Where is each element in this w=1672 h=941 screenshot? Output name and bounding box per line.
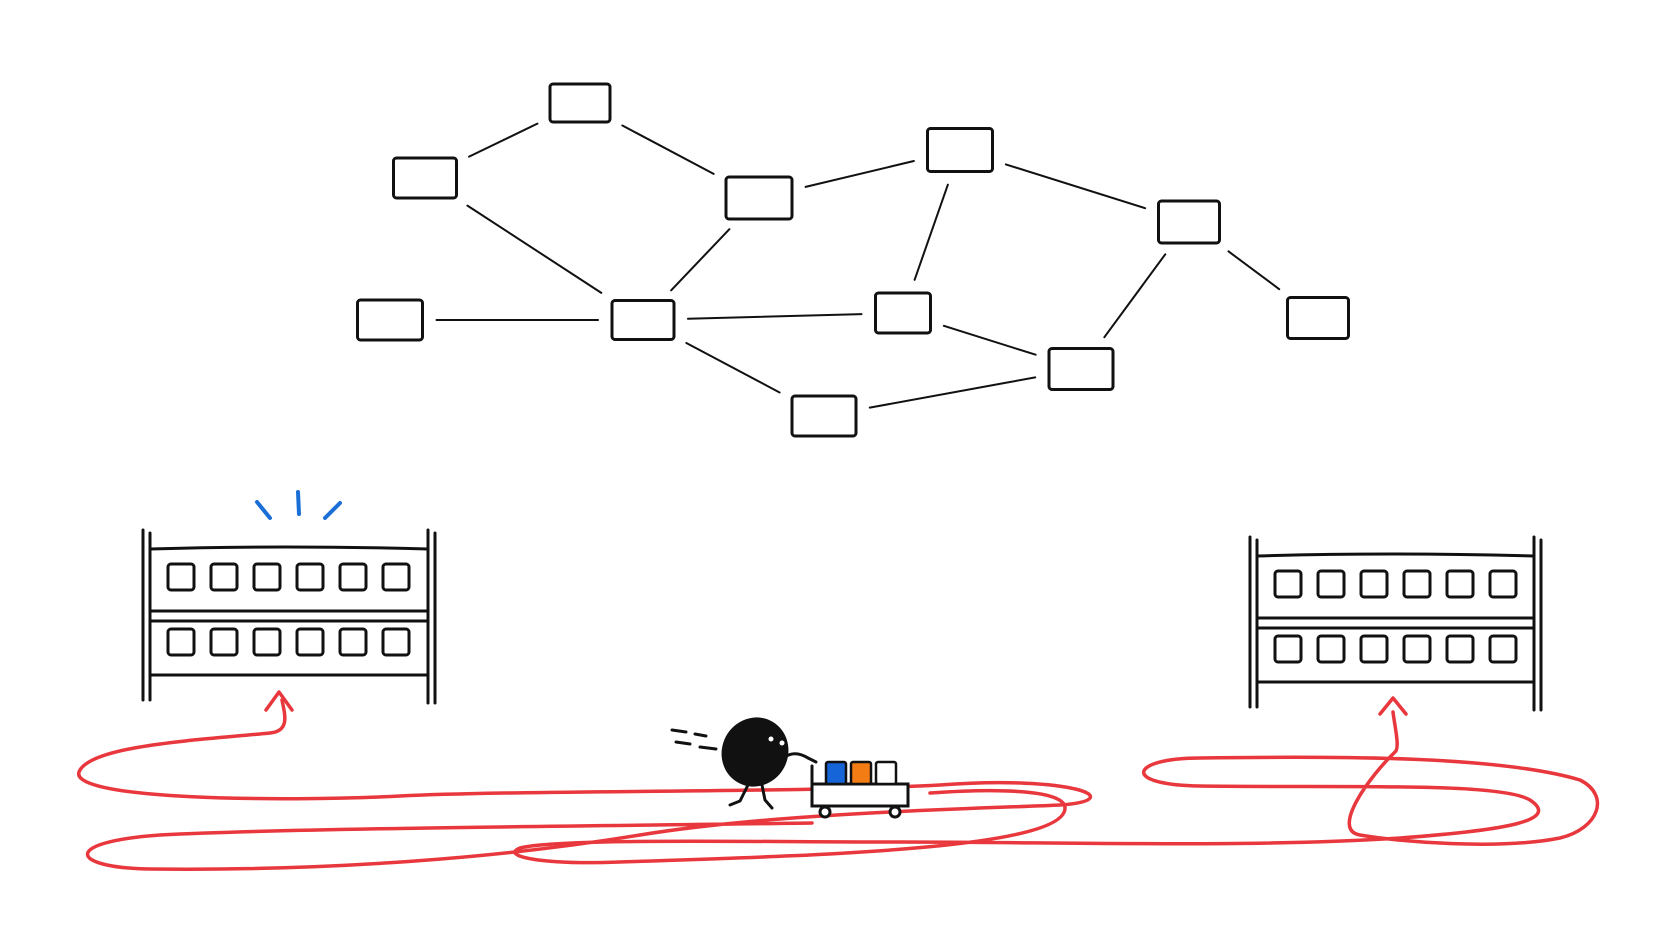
cart-item-orange (849, 760, 873, 786)
graph-edge-n2-n1 (468, 122, 539, 158)
highlight-spark-icon (255, 490, 342, 520)
graph-node-n11 (1286, 296, 1350, 340)
graph-edge-n3-n7 (670, 228, 731, 292)
graph-edge-n9-n10 (868, 376, 1037, 409)
route-path (77, 690, 1600, 871)
graph-edge-n7-n8 (686, 313, 863, 320)
cart-item-blue (824, 760, 848, 786)
cart-icon (806, 756, 910, 819)
shelf-bin (1316, 569, 1346, 599)
graph-edge-n4-n8 (913, 183, 949, 281)
shelf-bin (1316, 634, 1346, 664)
shelf-bin (1488, 569, 1518, 599)
graph-node-n3 (724, 175, 794, 221)
graph-edge-n1-n3 (621, 124, 715, 175)
graph-node-n10 (1047, 347, 1115, 391)
graph-node-n2 (392, 156, 458, 200)
network-graph (356, 82, 1350, 438)
shelf-bin (338, 627, 368, 657)
shelf-bin (166, 562, 196, 592)
graph-edge-n5-n11 (1227, 250, 1281, 291)
shelf-bin (1359, 569, 1389, 599)
graph-node-n8 (874, 291, 932, 335)
graph-edge-n2-n7 (466, 204, 603, 294)
shelf-bin (1445, 569, 1475, 599)
graph-edge-n4-n5 (1004, 163, 1147, 210)
shelf-bin (252, 627, 282, 657)
graph-edge-n5-n10 (1103, 253, 1167, 339)
cart-items (824, 760, 898, 786)
shelf-bin (338, 562, 368, 592)
left-shelf-bins (166, 562, 411, 657)
graph-nodes (356, 82, 1350, 438)
shelf-bin (166, 627, 196, 657)
graph-node-n7-orange (610, 299, 676, 341)
robot-character-icon (721, 717, 810, 810)
shelf-bin (1402, 569, 1432, 599)
shelf-bin (295, 562, 325, 592)
left-shelf (141, 528, 437, 705)
shelf-bin (295, 627, 325, 657)
shelf-bin (1445, 634, 1475, 664)
shelf-bin (1359, 634, 1389, 664)
graph-node-n4 (926, 127, 994, 173)
graph-node-n9 (790, 394, 858, 438)
graph-edge-n8-n10 (942, 324, 1037, 356)
graph-node-n5-blue (1157, 199, 1221, 245)
shelf-bin (209, 627, 239, 657)
graph-node-n1 (548, 82, 612, 124)
graph-edge-n3-n4 (804, 160, 915, 188)
shelf-bin (1488, 634, 1518, 664)
shelf-bin (381, 627, 411, 657)
arrow-up-icon (264, 690, 294, 712)
graph-node-n6 (356, 298, 424, 342)
shelf-bin (1273, 634, 1303, 664)
route-line-right (513, 710, 1600, 865)
shelf-bin (252, 562, 282, 592)
arrow-up-icon (1378, 696, 1408, 716)
route-line-left (77, 698, 1093, 871)
shelf-bin (381, 562, 411, 592)
graph-edges (435, 122, 1281, 409)
cart-item-white (874, 760, 898, 786)
graph-edge-n7-n9 (685, 342, 781, 394)
robot-with-cart (670, 717, 910, 819)
speed-lines-icon (670, 728, 718, 751)
right-shelf (1248, 535, 1543, 712)
shelf-bin (1273, 569, 1303, 599)
shelf-bin (1402, 634, 1432, 664)
right-shelf-bins (1273, 569, 1518, 664)
shelf-bin (209, 562, 239, 592)
